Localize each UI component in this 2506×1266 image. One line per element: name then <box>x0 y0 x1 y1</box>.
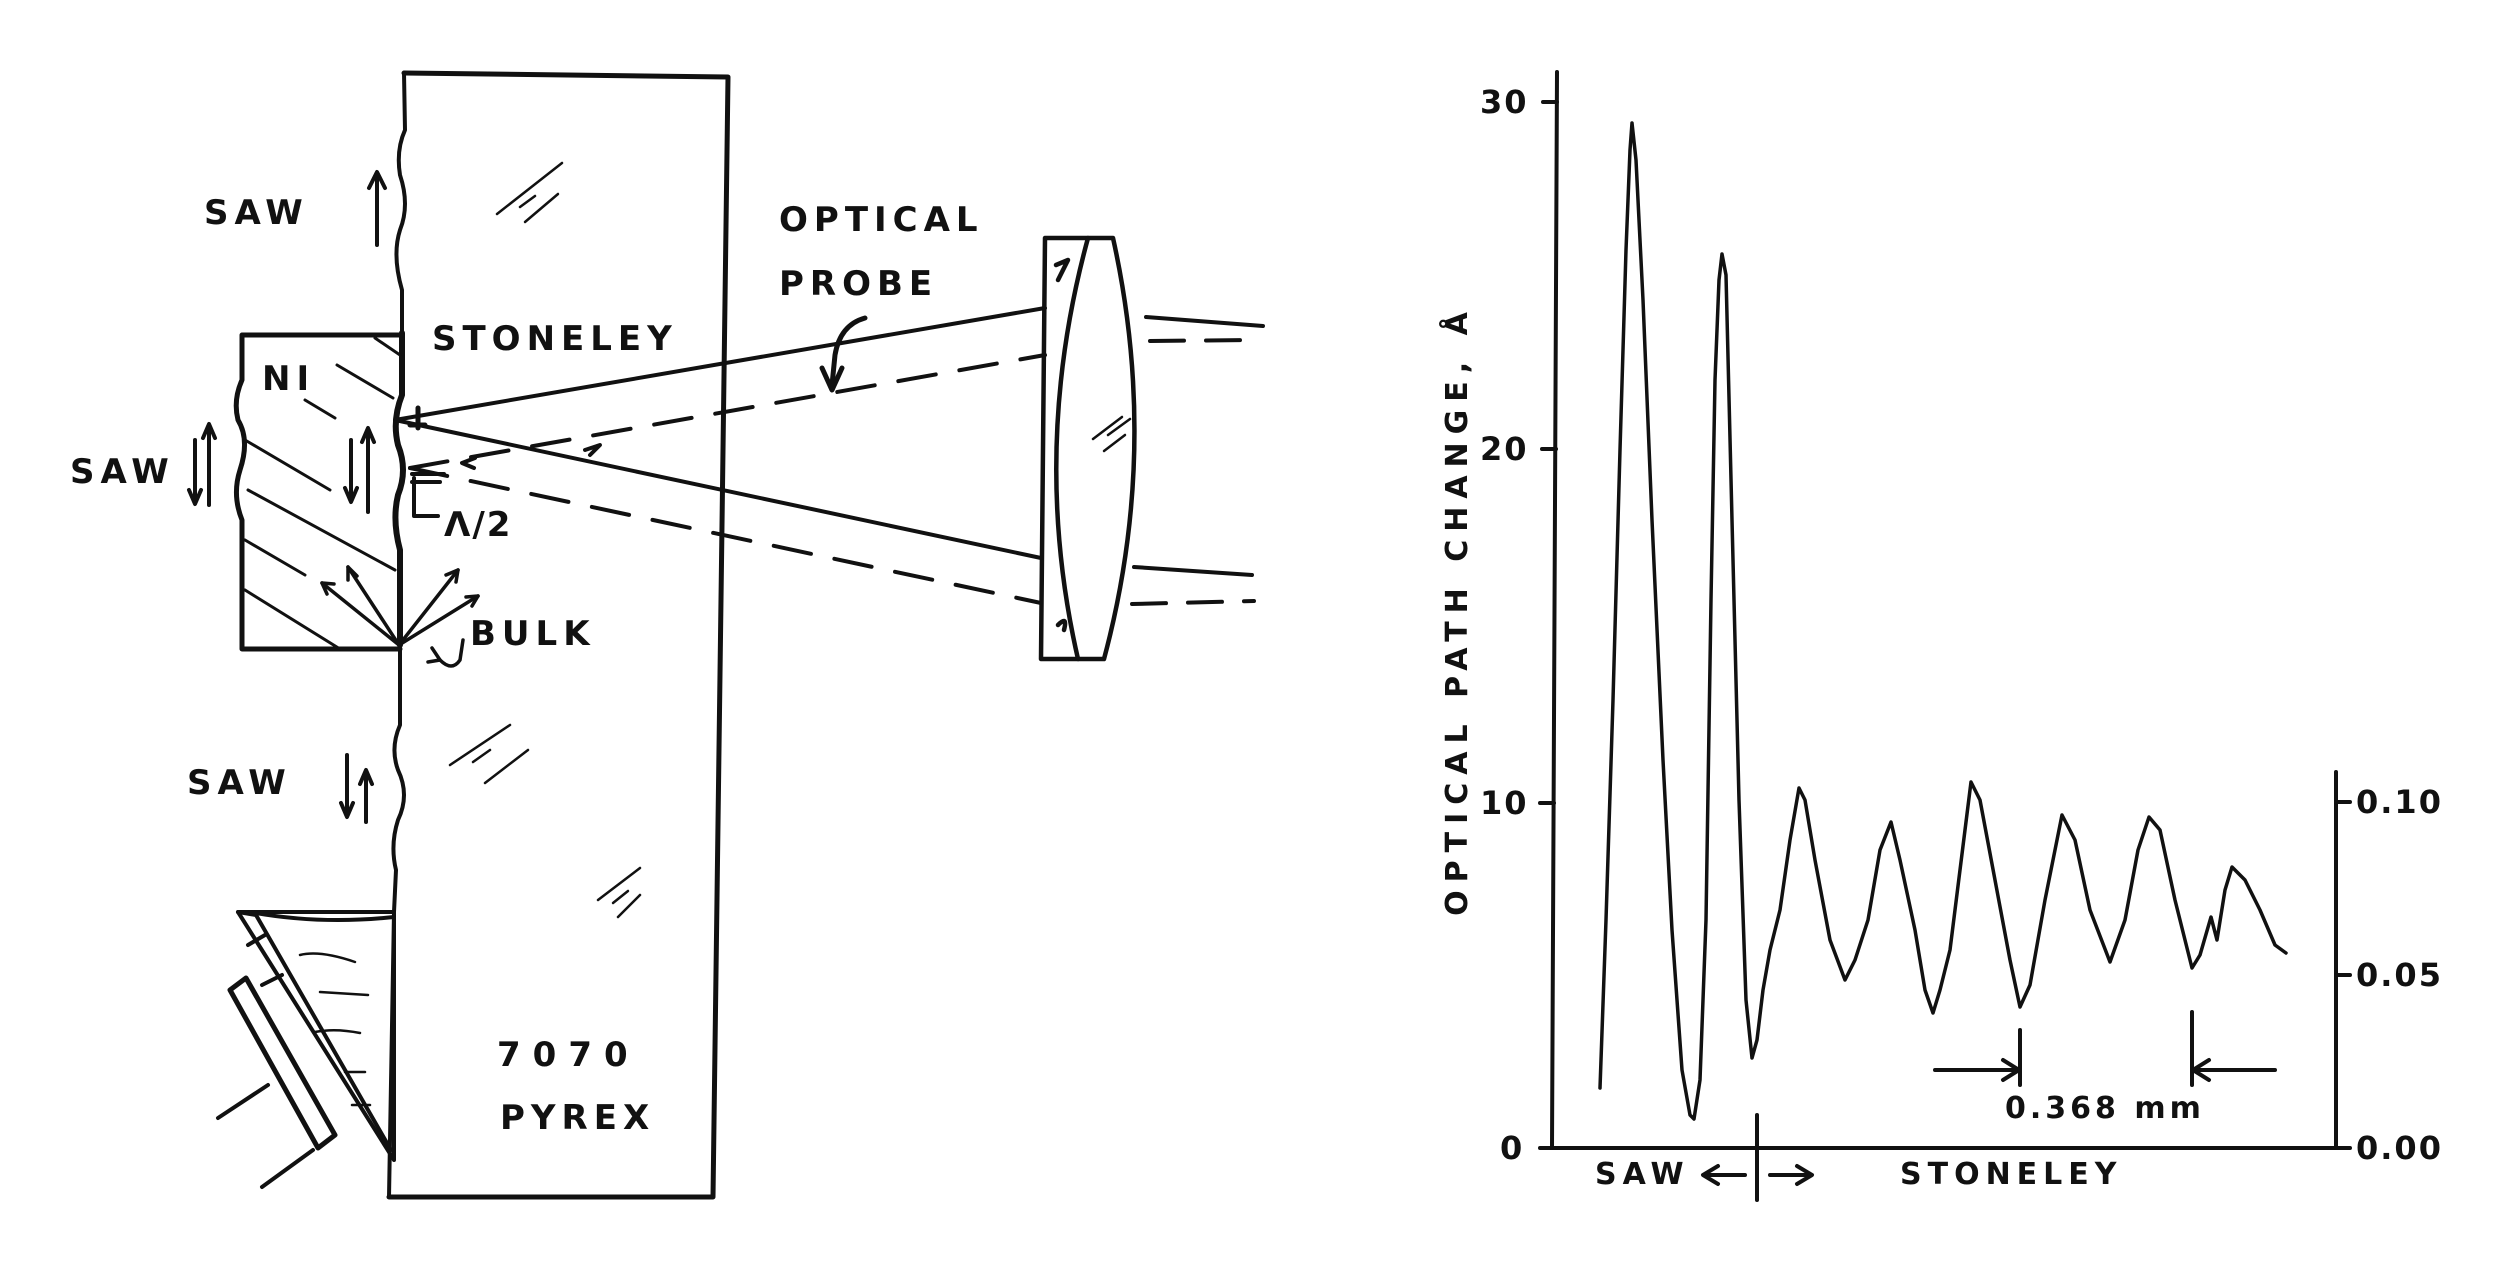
y2-tick-0.00: 0.00 <box>2356 1129 2443 1167</box>
material-label-pyrex: PYREX <box>500 1098 656 1138</box>
region-label-stoneley: STONELEY <box>1900 1157 2123 1192</box>
nickel-label: NI <box>262 359 316 399</box>
stoneley-label: STONELEY <box>432 319 678 359</box>
y-tick-10: 10 <box>1480 784 1529 822</box>
y2-tick-0.05: 0.05 <box>2356 956 2443 994</box>
y-tick-0: 0 <box>1500 1129 1525 1167</box>
bulk-label: BULK <box>470 614 596 654</box>
probe-label: PROBE <box>779 264 939 304</box>
saw-arrow-top <box>367 170 387 247</box>
wavelength-annotation: 0.368 mm <box>2005 1091 2205 1126</box>
bulk-wave-arrows <box>320 565 480 668</box>
glass-hatch-marks <box>448 161 1132 919</box>
optical-label: OPTICAL <box>779 200 984 240</box>
material-label-7070: 7070 <box>497 1035 640 1075</box>
chart-trace <box>1598 121 2288 1121</box>
saw-arrow-mid-glass <box>343 426 376 514</box>
lens <box>1038 235 1137 662</box>
wedge-transducer <box>216 910 396 1189</box>
y-tick-20: 20 <box>1480 430 1529 468</box>
optical-probe-rays <box>393 306 1265 606</box>
y2-tick-0.10: 0.10 <box>2356 783 2443 821</box>
saw-label-mid: SAW <box>70 452 175 492</box>
y-tick-30: 30 <box>1480 83 1529 121</box>
saw-arrow-mid-ni <box>187 422 217 507</box>
y-axis-label: OPTICAL PATH CHANGE, Å <box>1440 304 1475 916</box>
saw-label-top: SAW <box>204 193 309 233</box>
saw-arrow-bottom <box>339 753 374 824</box>
saw-label-bottom: SAW <box>187 763 292 803</box>
region-label-saw: SAW <box>1595 1157 1690 1192</box>
nickel-block <box>233 332 405 652</box>
chart-axes <box>1538 70 2352 1202</box>
pyrex-glass-block <box>386 70 731 1200</box>
lambda-half-label: Λ/2 <box>444 505 513 545</box>
